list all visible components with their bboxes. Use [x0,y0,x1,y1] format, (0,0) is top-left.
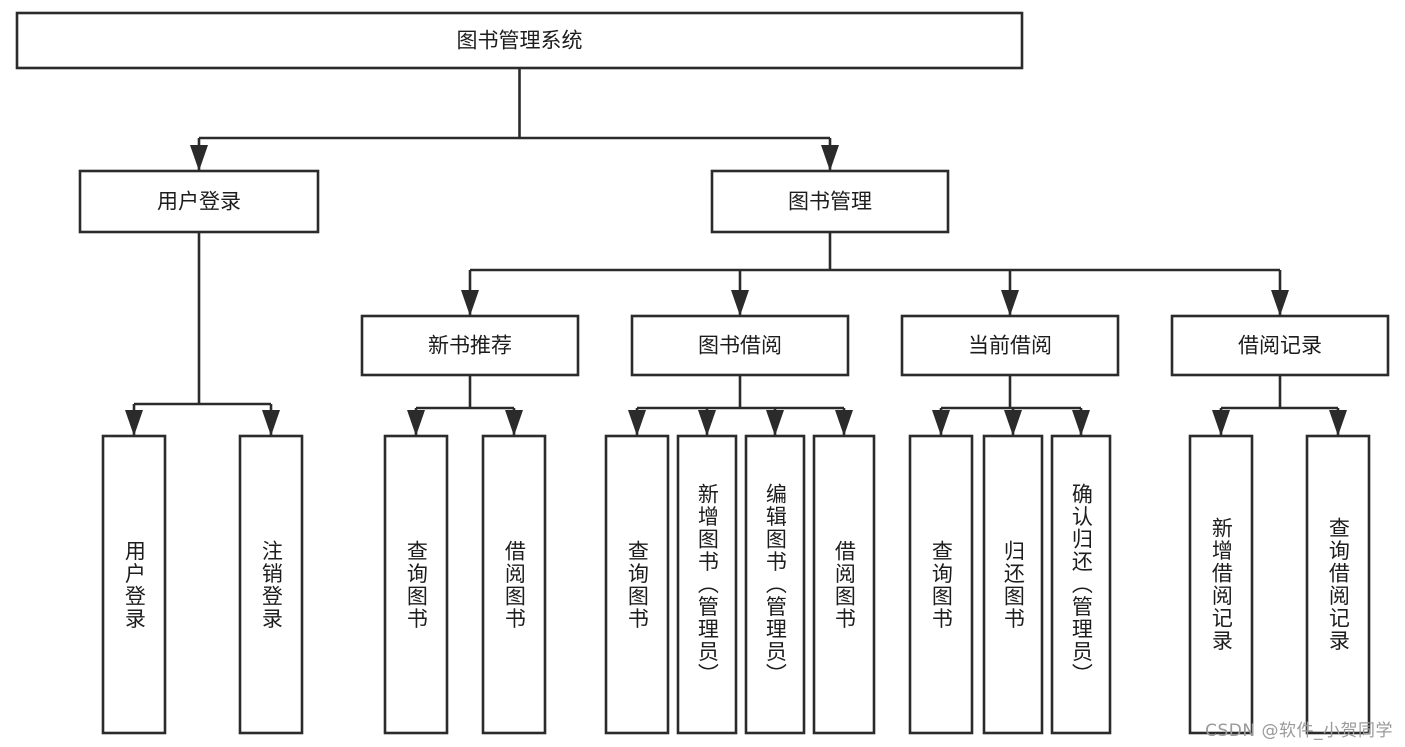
node-newbook[interactable]: 新书推荐 [360,314,580,377]
node-leaf-record-add[interactable] [1188,434,1254,735]
node-box [1188,434,1254,735]
node-box [238,434,304,735]
csdn-watermark: CSDN @软件_小贺同学 [1205,721,1393,741]
node-box [744,434,806,735]
node-box [78,169,320,234]
edge-group-login [125,232,280,436]
edge-group-bookmgmt [461,232,1289,316]
node-bookmgmt[interactable]: 图书管理 [710,169,950,234]
connector-layer [125,68,1347,436]
arrow-head-icon [731,290,749,316]
node-box [360,314,580,377]
node-box [604,434,670,735]
arrow-head-icon [461,290,479,316]
node-box [812,434,876,735]
arrow-head-icon [1212,410,1230,436]
node-label: 当前借阅 [968,334,1052,358]
node-borrow[interactable]: 图书借阅 [630,314,850,377]
node-leaf-user-logout[interactable] [238,434,304,735]
node-current[interactable]: 当前借阅 [900,314,1120,377]
arrow-head-icon [407,410,425,436]
arrow-head-icon [125,410,143,436]
node-box [1170,314,1390,377]
node-box [383,434,449,735]
arrow-head-icon [1001,290,1019,316]
arrow-head-icon [698,410,716,436]
node-label: 借阅记录 [1238,334,1322,358]
node-label: 图书借阅 [698,334,782,358]
arrow-head-icon [1004,410,1022,436]
node-label: 新书推荐 [428,334,512,358]
node-leaf-current-confirm[interactable] [1050,434,1112,735]
node-box [908,434,974,735]
node-leaf-borrow-query[interactable] [604,434,670,735]
node-leaf-current-return[interactable] [982,434,1044,735]
node-box [1305,434,1371,735]
arrow-head-icon [1271,290,1289,316]
node-leaf-current-query[interactable] [908,434,974,735]
arrow-head-icon [932,410,950,436]
node-label: 图书管理 [788,190,872,214]
edge-group-root [190,68,839,171]
arrow-head-icon [821,145,839,171]
arrow-head-icon [505,410,523,436]
node-leaf-borrow-edit[interactable] [744,434,806,735]
node-leaf-record-query[interactable] [1305,434,1371,735]
node-leaf-new-borrow[interactable] [481,434,547,735]
node-box [101,434,167,735]
node-label: 图书管理系统 [457,29,583,53]
node-box [900,314,1120,377]
node-box [1050,434,1112,735]
arrow-head-icon [835,410,853,436]
arrow-head-icon [1329,410,1347,436]
node-box [982,434,1044,735]
node-root[interactable]: 图书管理系统 [15,11,1024,70]
node-leaf-user-login[interactable] [101,434,167,735]
node-leaf-borrow-lend[interactable] [812,434,876,735]
arrow-head-icon [190,145,208,171]
node-leaf-borrow-add[interactable] [676,434,738,735]
node-box [676,434,738,735]
arrow-head-icon [262,410,280,436]
node-records[interactable]: 借阅记录 [1170,314,1390,377]
node-box [481,434,547,735]
arrow-head-icon [628,410,646,436]
edge-group-newbook [407,375,523,436]
arrow-head-icon [1072,410,1090,436]
arrow-head-icon [766,410,784,436]
node-leaf-new-query[interactable] [383,434,449,735]
node-login[interactable]: 用户登录 [78,169,320,234]
node-label: 用户登录 [157,190,241,214]
node-box [15,11,1024,70]
edge-group-records [1212,375,1347,436]
edge-group-borrow [628,375,853,436]
edge-group-current [932,375,1090,436]
node-box [630,314,850,377]
node-box [710,169,950,234]
